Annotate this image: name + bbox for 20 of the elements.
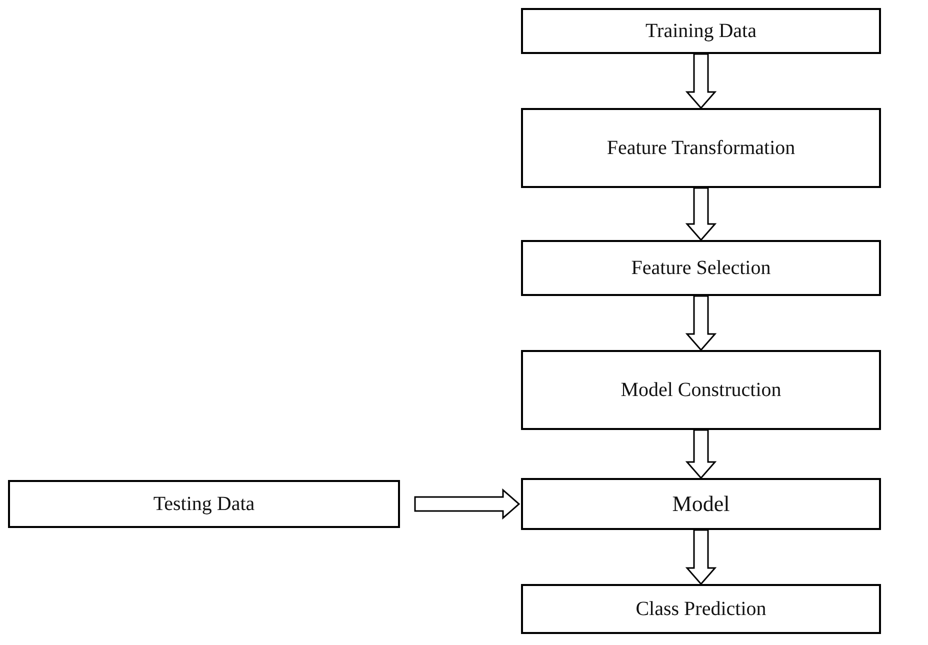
box-label: Model: [672, 490, 730, 518]
block-arrow: [414, 488, 520, 520]
box-label: Model Construction: [620, 378, 782, 403]
box-label: Class Prediction: [636, 597, 766, 622]
box-label: Training Data: [646, 19, 756, 44]
box-label: Feature Selection: [631, 256, 771, 281]
process-box: [521, 584, 881, 634]
process-box: [521, 240, 881, 296]
process-box: [521, 8, 881, 54]
box-label: Testing Data: [153, 492, 255, 517]
process-box: [8, 480, 400, 528]
block-arrow: [685, 295, 717, 352]
box-label: Feature Transformation: [606, 136, 796, 161]
block-arrow: [685, 429, 717, 480]
block-arrow: [685, 53, 717, 110]
block-arrow: [685, 529, 717, 586]
process-box: [521, 350, 881, 430]
process-box: [521, 478, 881, 530]
process-box: [521, 108, 881, 188]
block-arrow: [685, 187, 717, 242]
